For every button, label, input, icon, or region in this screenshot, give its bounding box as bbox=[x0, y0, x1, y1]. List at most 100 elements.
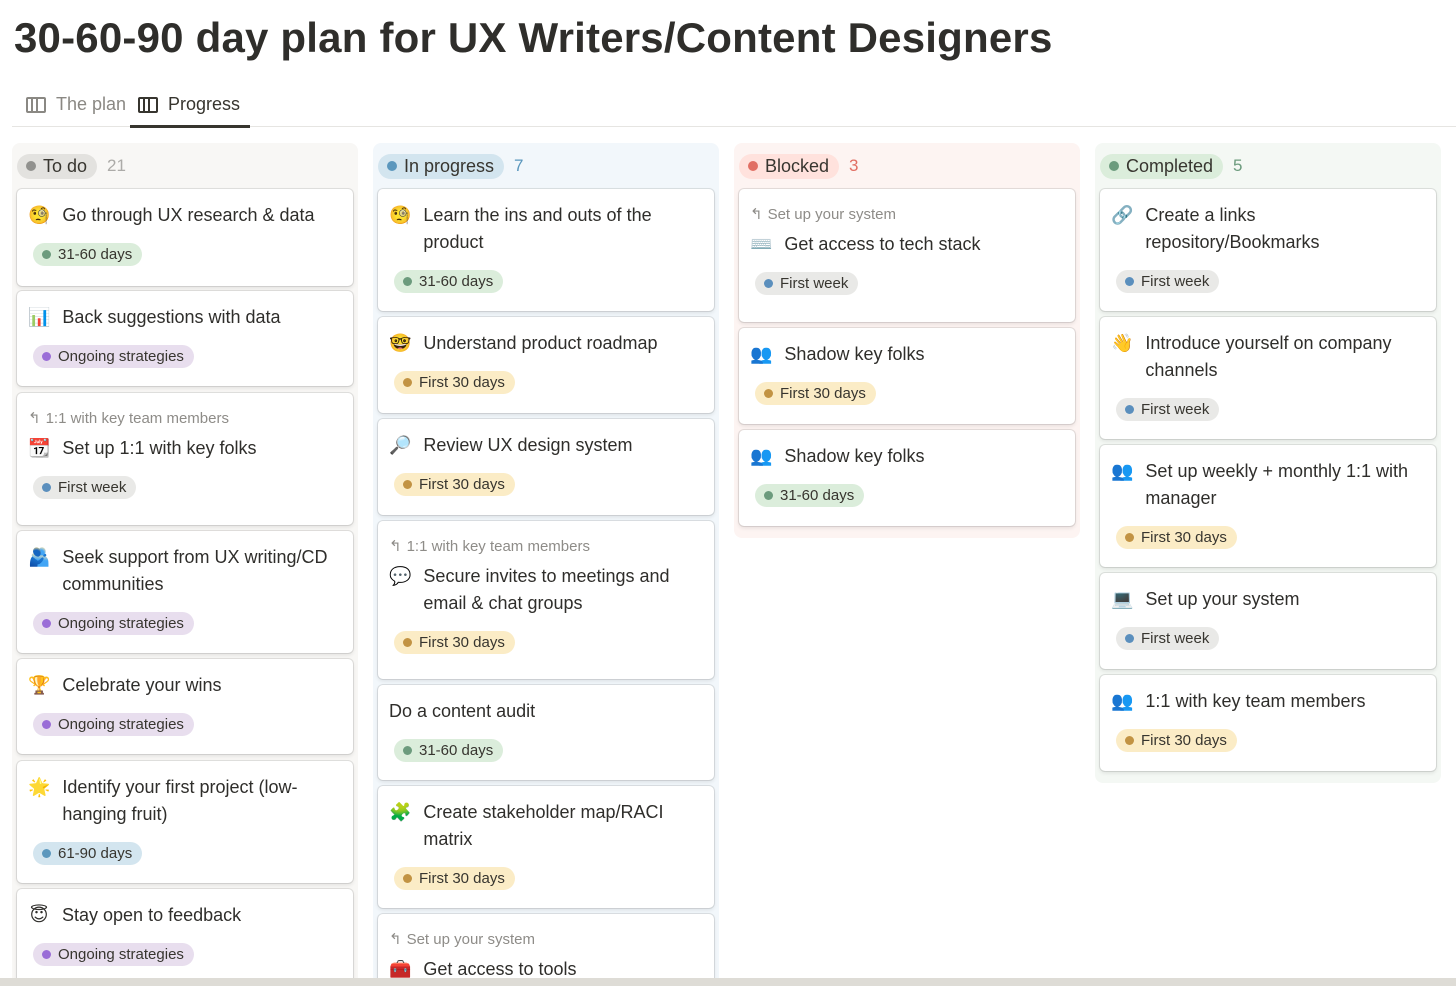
tag-label: Ongoing strategies bbox=[58, 615, 184, 632]
timeline-tag: Ongoing strategies bbox=[33, 612, 194, 635]
status-pill[interactable]: Completed bbox=[1100, 153, 1224, 179]
parent-arrow-icon: ↰ bbox=[389, 931, 402, 948]
card-title: Review UX design system bbox=[423, 435, 633, 455]
timeline-tag: First 30 days bbox=[394, 473, 515, 496]
board-card[interactable]: 🧩Create stakeholder map/RACI matrix Firs… bbox=[378, 786, 714, 908]
status-dot bbox=[1109, 161, 1119, 171]
board-card[interactable]: 🔎Review UX design system First 30 days bbox=[378, 419, 714, 515]
status-dot bbox=[748, 161, 758, 171]
timeline-tag: 31-60 days bbox=[394, 270, 504, 293]
keyboard-icon: ⌨️ bbox=[750, 234, 773, 255]
board-card[interactable]: 👥Shadow key folks First 30 days bbox=[739, 328, 1075, 424]
board-column-to-do: To do 21 🧐Go through UX research & data … bbox=[12, 143, 358, 986]
card-count: 3 bbox=[849, 156, 859, 175]
people-silhouettes-icon: 👥 bbox=[1111, 461, 1134, 482]
parent-item[interactable]: ↰1:1 with key team members bbox=[389, 535, 700, 557]
board-column-completed: Completed 5 🔗Create a links repository/B… bbox=[1095, 143, 1441, 783]
board-card[interactable]: 🌟Identify your first project (low-hangin… bbox=[17, 761, 353, 883]
timeline-tag: First 30 days bbox=[394, 631, 515, 654]
timeline-tag: First week bbox=[33, 476, 137, 499]
board-card[interactable]: 🫂Seek support from UX writing/CD communi… bbox=[17, 531, 353, 653]
board-card[interactable]: 👥1:1 with key team members First 30 days bbox=[1100, 675, 1436, 771]
column-header: Blocked 3 bbox=[734, 143, 1080, 189]
tag-label: First week bbox=[1141, 630, 1210, 647]
board-card[interactable]: 🧐Learn the ins and outs of the product 3… bbox=[378, 189, 714, 311]
column-header: In progress 7 bbox=[373, 143, 719, 189]
tag-label: 31-60 days bbox=[780, 487, 855, 504]
board-column-in-progress: In progress 7 🧐Learn the ins and outs of… bbox=[373, 143, 719, 986]
board-card[interactable]: 🤓 Understand product roadmap First 30 day… bbox=[378, 317, 714, 413]
board-card[interactable]: 😇 Stay open to feedback Ongoing strategie… bbox=[17, 889, 353, 986]
tag-label: First 30 days bbox=[780, 385, 866, 402]
tag-label: First week bbox=[780, 275, 849, 292]
timeline-tag: 31-60 days bbox=[394, 739, 504, 762]
speech-bubble-icon: 💬 bbox=[389, 566, 412, 587]
timeline-tag: First 30 days bbox=[1116, 729, 1237, 752]
board-card[interactable]: ↰Set up your system 🧰Get access to tools bbox=[378, 914, 714, 986]
status-dot bbox=[26, 161, 36, 171]
board-card[interactable]: 🏆Celebrate your wins Ongoing strategies bbox=[17, 659, 353, 754]
parent-item[interactable]: ↰1:1 with key team members bbox=[28, 407, 339, 429]
tag-label: First 30 days bbox=[419, 634, 505, 651]
parent-arrow-icon: ↰ bbox=[28, 410, 41, 427]
timeline-tag: Ongoing strategies bbox=[33, 943, 194, 966]
tab-the-plan[interactable]: The plan bbox=[18, 82, 134, 127]
tab-label: The plan bbox=[56, 94, 127, 114]
tag-label: First 30 days bbox=[419, 476, 505, 493]
tag-label: First week bbox=[1141, 401, 1210, 418]
board-card[interactable]: 👥Set up weekly + monthly 1:1 with manage… bbox=[1100, 445, 1436, 567]
status-pill[interactable]: In progress bbox=[378, 153, 505, 179]
horizontal-scrollbar[interactable] bbox=[0, 978, 1456, 986]
parent-arrow-icon: ↰ bbox=[750, 206, 763, 223]
status-label: Completed bbox=[1126, 155, 1214, 176]
board-card[interactable]: 👋Introduce yourself on company channels … bbox=[1100, 317, 1436, 439]
board-card[interactable]: 📊Back suggestions with data Ongoing stra… bbox=[17, 291, 353, 386]
card-title: Shadow key folks bbox=[784, 446, 925, 466]
tab-progress[interactable]: Progress bbox=[130, 82, 250, 128]
card-title: Introduce yourself on company channels bbox=[1145, 333, 1392, 380]
parent-label: Set up your system bbox=[406, 930, 535, 948]
card-title: Get access to tech stack bbox=[784, 234, 981, 254]
card-title: Seek support from UX writing/CD communit… bbox=[62, 547, 328, 594]
tag-label: First 30 days bbox=[419, 374, 505, 391]
parent-item[interactable]: ↰Set up your system bbox=[750, 203, 1061, 225]
board-card[interactable]: 💻Set up your system First week bbox=[1100, 573, 1436, 669]
timeline-tag: 61-90 days bbox=[33, 842, 143, 865]
board-view-icon bbox=[26, 96, 46, 113]
card-title: Stay open to feedback bbox=[62, 905, 242, 925]
nerd-face-icon: 🤓 bbox=[389, 333, 412, 354]
column-header: Completed 5 bbox=[1095, 143, 1441, 189]
card-title: Learn the ins and outs of the product bbox=[423, 205, 652, 252]
timeline-tag: First week bbox=[1116, 398, 1220, 421]
parent-label: 1:1 with key team members bbox=[45, 409, 229, 427]
view-tabs: The plan Progress bbox=[12, 82, 1456, 128]
board-card[interactable]: ↰1:1 with key team members 💬 Secure invit… bbox=[378, 521, 714, 679]
card-title: Create stakeholder map/RACI matrix bbox=[423, 802, 664, 849]
board-card[interactable]: ↰1:1 with key team members 📆Set up 1:1 w… bbox=[17, 393, 353, 525]
smiling-halo-icon: 😇 bbox=[29, 905, 49, 926]
card-title: Understand product roadmap bbox=[423, 333, 658, 353]
card-title: Identify your first project (low-hanging… bbox=[62, 777, 298, 824]
card-count: 5 bbox=[1233, 156, 1243, 175]
people-silhouettes-icon: 👥 bbox=[750, 446, 773, 467]
board-card[interactable]: Do a content audit 31-60 days bbox=[378, 685, 714, 780]
card-title: Set up 1:1 with key folks bbox=[62, 438, 257, 458]
timeline-tag: First 30 days bbox=[1116, 526, 1237, 549]
status-pill[interactable]: To do bbox=[17, 153, 98, 179]
timeline-tag: First 30 days bbox=[394, 867, 515, 890]
status-pill[interactable]: Blocked bbox=[739, 153, 840, 179]
tag-label: 61-90 days bbox=[58, 845, 133, 862]
board-card[interactable]: 🧐Go through UX research & data 31-60 day… bbox=[17, 189, 353, 286]
board-card[interactable]: 👥 Shadow key folks 31-60 days bbox=[739, 430, 1075, 526]
card-title: Go through UX research & data bbox=[62, 205, 315, 225]
card-title: Create a links repository/Bookmarks bbox=[1145, 205, 1320, 252]
tab-label: Progress bbox=[168, 94, 241, 114]
board-card[interactable]: 🔗Create a links repository/Bookmarks Fir… bbox=[1100, 189, 1436, 311]
parent-item[interactable]: ↰Set up your system bbox=[389, 928, 700, 950]
card-title: Secure invites to meetings and email & c… bbox=[423, 566, 670, 613]
status-label: Blocked bbox=[765, 155, 830, 176]
board-card[interactable]: ↰Set up your system ⌨️ Get access to tech… bbox=[739, 189, 1075, 322]
timeline-tag: First 30 days bbox=[394, 371, 515, 394]
parent-label: Set up your system bbox=[767, 205, 896, 223]
people-silhouettes-icon: 👥 bbox=[1111, 691, 1134, 712]
